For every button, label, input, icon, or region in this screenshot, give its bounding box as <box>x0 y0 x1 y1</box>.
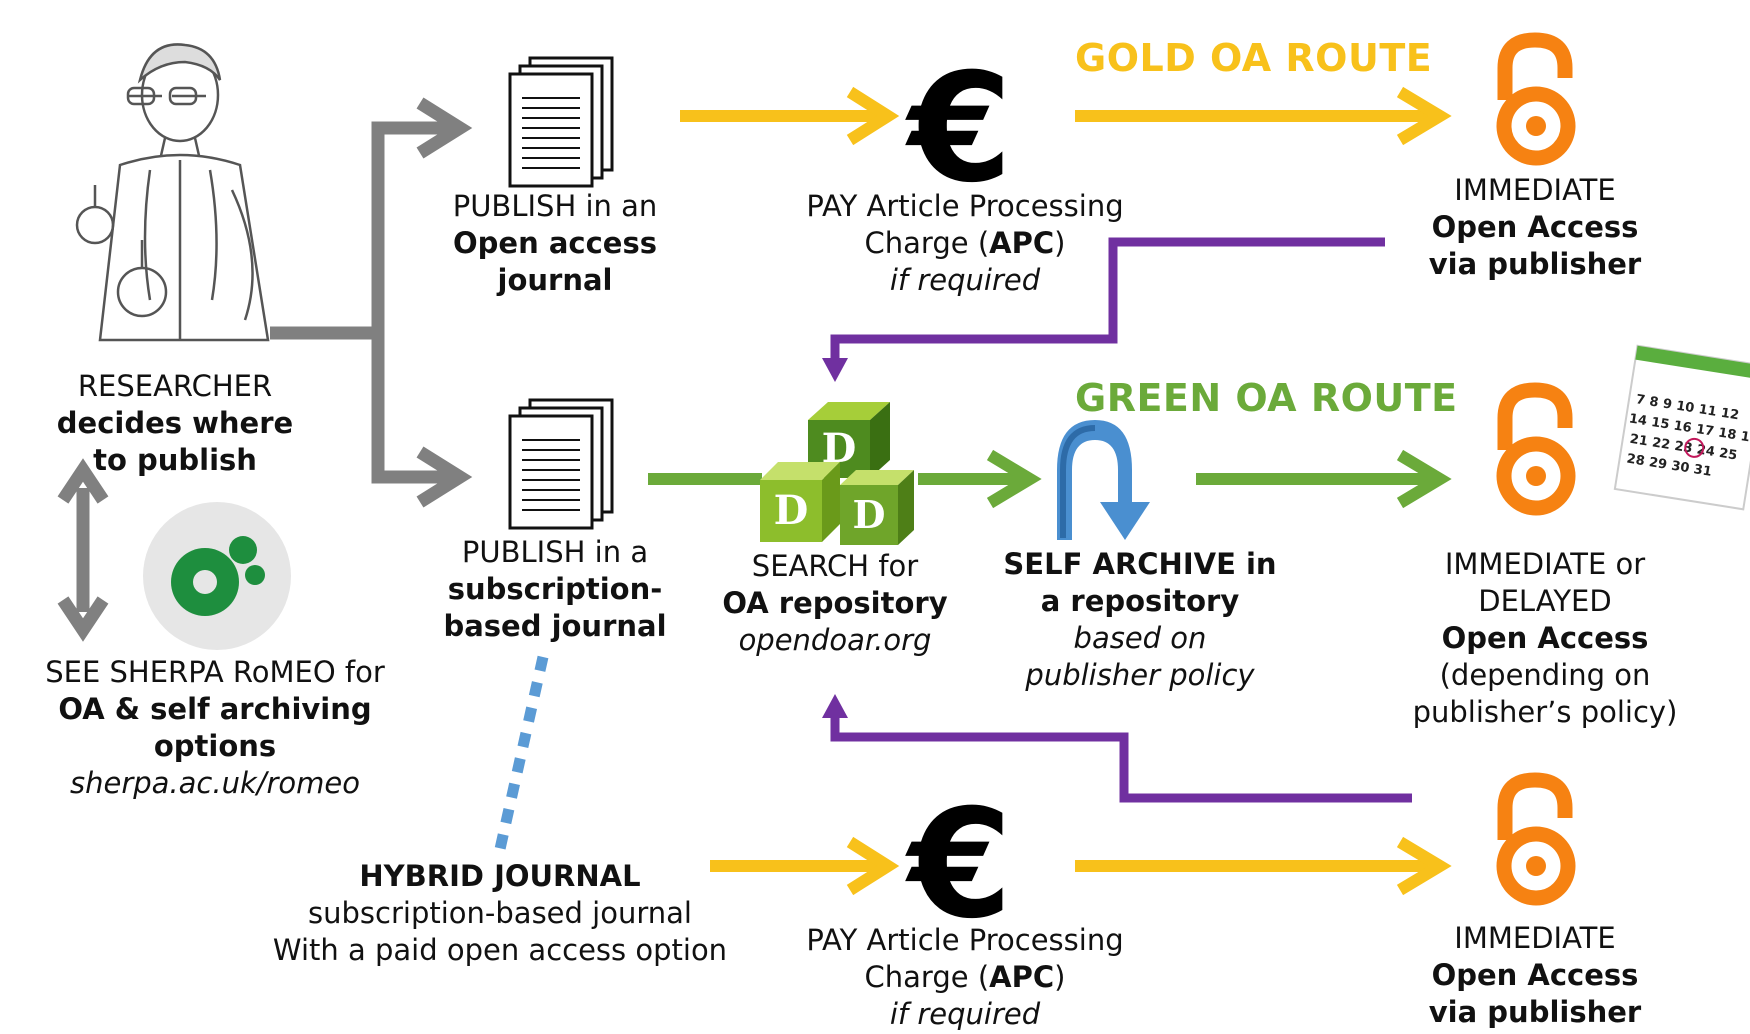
curved-arrow-icon <box>1057 420 1150 540</box>
apc-bottom-line2: Charge (APC) <box>864 960 1066 994</box>
oa-middle-line1: IMMEDIATE or <box>1444 547 1646 581</box>
apc-top-line3: if required <box>889 263 1041 297</box>
oa-top-line1: IMMEDIATE <box>1454 173 1616 207</box>
sherpa-romeo-logo <box>143 502 291 650</box>
hybrid-dotted-line <box>492 655 549 860</box>
oa-bottom-line2: Open Access <box>1431 958 1639 992</box>
documents-icon <box>508 56 614 188</box>
researcher-line3: to publish <box>93 443 257 477</box>
researcher-label: RESEARCHER decides where to publish <box>40 368 310 479</box>
sub-journal-line3: based journal <box>443 609 667 643</box>
gold-arrows <box>680 86 1452 896</box>
oa-journal-line1: PUBLISH in an <box>452 189 658 223</box>
self-archive-line1: SELF ARCHIVE in <box>1003 547 1277 581</box>
researcher-illustration <box>75 43 270 342</box>
sub-journal-line2: subscription- <box>447 572 663 606</box>
oa-journal-line3: journal <box>497 263 613 297</box>
open-access-lock-icon <box>1496 772 1576 906</box>
sherpa-link[interactable]: sherpa.ac.uk/romeo <box>69 766 361 800</box>
self-archive-label: SELF ARCHIVE in a repository based on pu… <box>1000 546 1280 694</box>
open-access-lock-icon <box>1496 32 1576 166</box>
search-line2: OA repository <box>722 586 948 620</box>
oa-middle-line3: Open Access <box>1441 621 1649 655</box>
oa-bottom-label: IMMEDIATE Open Access via publisher <box>1410 920 1660 1031</box>
oa-middle-line5: publisher’s policy) <box>1412 695 1678 729</box>
self-archive-line4: publisher policy <box>1025 658 1255 692</box>
oa-journal-label: PUBLISH in an Open access journal <box>420 188 690 299</box>
oa-bottom-line1: IMMEDIATE <box>1454 921 1616 955</box>
green-arrows <box>648 449 1452 509</box>
cube-letter: D <box>774 487 809 534</box>
self-archive-line2: a repository <box>1040 584 1240 618</box>
documents-icon <box>508 398 614 530</box>
cube-letter: D <box>853 492 886 537</box>
sherpa-label: SEE SHERPA RoMEO for OA & self archiving… <box>20 654 410 802</box>
hybrid-line2: subscription-based journal <box>308 896 692 930</box>
sherpa-line2: OA & self archiving <box>58 692 372 726</box>
purple-arrowhead-up <box>822 694 848 718</box>
euro-icon: € <box>908 42 1013 216</box>
apc-top-line2: Charge (APC) <box>864 226 1066 260</box>
green-route-heading: GREEN OA ROUTE <box>1075 376 1458 420</box>
gold-route-heading: GOLD OA ROUTE <box>1075 36 1433 80</box>
purple-connectors <box>830 237 1412 803</box>
purple-arrowhead-down <box>822 358 848 382</box>
gray-branch-arrows <box>57 97 473 642</box>
sub-journal-label: PUBLISH in a subscription- based journal <box>420 534 690 645</box>
oa-middle-line4: (depending on <box>1439 658 1651 692</box>
researcher-line2: decides where <box>56 406 294 440</box>
euro-icon: € <box>908 778 1013 952</box>
open-access-lock-icon <box>1496 382 1576 516</box>
oa-middle-label: IMMEDIATE or DELAYED Open Access (depend… <box>1400 546 1690 731</box>
hybrid-label: HYBRID JOURNAL subscription-based journa… <box>240 858 760 969</box>
apc-bottom-line1: PAY Article Processing <box>806 923 1124 957</box>
apc-top-label: PAY Article Processing Charge (APC) if r… <box>780 188 1150 299</box>
opendoar-cubes-icon: D D D <box>760 402 914 545</box>
hybrid-line1: HYBRID JOURNAL <box>359 859 641 893</box>
oa-bottom-line3: via publisher <box>1428 995 1642 1029</box>
search-label: SEARCH for OA repository opendoar.org <box>700 548 970 659</box>
self-archive-line3: based on <box>1073 621 1207 655</box>
sherpa-line3: options <box>153 729 277 763</box>
hybrid-line3: With a paid open access option <box>272 933 728 967</box>
oa-top-line2: Open Access <box>1431 210 1639 244</box>
sub-journal-line1: PUBLISH in a <box>461 535 649 569</box>
search-link[interactable]: opendoar.org <box>738 623 932 657</box>
oa-top-label: IMMEDIATE Open Access via publisher <box>1410 172 1660 283</box>
search-line1: SEARCH for <box>751 549 919 583</box>
calendar-icon: 7 8 9 10 11 12 14 15 16 17 18 19 21 22 2… <box>1613 344 1750 511</box>
apc-bottom-line3: if required <box>889 997 1041 1031</box>
oa-middle-line2: DELAYED <box>1478 584 1612 618</box>
oa-top-line3: via publisher <box>1428 247 1642 281</box>
researcher-line1: RESEARCHER <box>77 369 273 403</box>
oa-journal-line2: Open access <box>453 226 657 260</box>
sherpa-line1: SEE SHERPA RoMEO for <box>45 655 385 689</box>
apc-top-line1: PAY Article Processing <box>806 189 1124 223</box>
apc-bottom-label: PAY Article Processing Charge (APC) if r… <box>780 922 1150 1033</box>
